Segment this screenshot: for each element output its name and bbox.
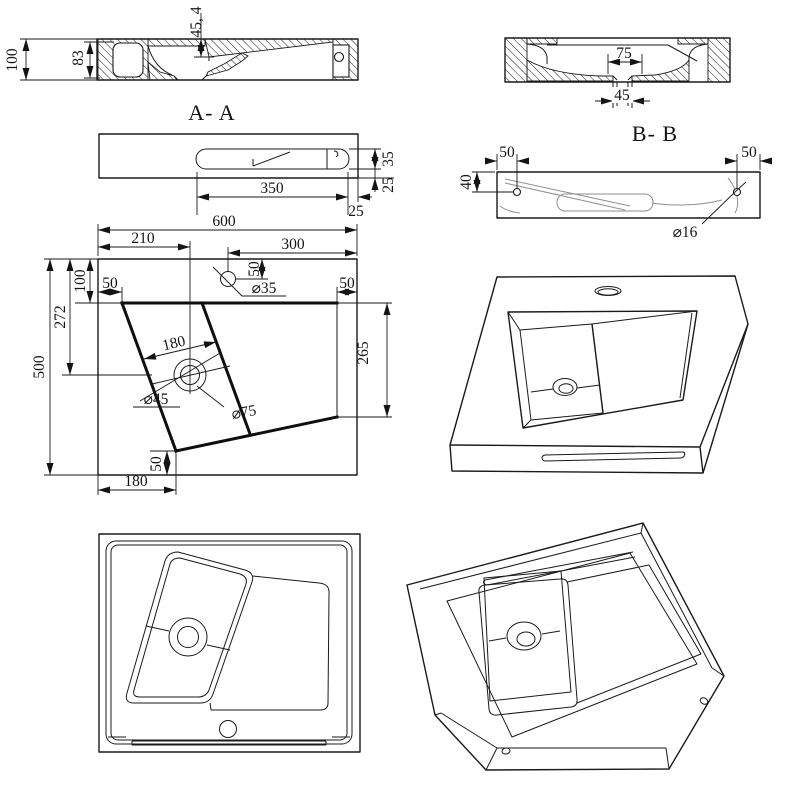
- dim-drain-offset-left: 210: [131, 230, 155, 247]
- dim-left-hole-offset: 50: [499, 144, 515, 161]
- section-bb-view: 75 45 B- B: [504, 37, 731, 146]
- section-bb-label: B- B: [632, 121, 678, 146]
- side-view-dimensions: 50 50 40 ⌀16: [458, 144, 772, 241]
- drain-underside: [506, 621, 542, 651]
- section-aa-dimensions: 100 83 45, 4: [4, 6, 214, 81]
- front-slot-view: 350 25 35 25: [98, 133, 397, 220]
- section-bb-dimensions: 75 45: [595, 45, 650, 105]
- top-view: [98, 533, 361, 753]
- dim-basin-corner-offset: 180: [124, 473, 148, 490]
- section-aa-geometry: [96, 38, 359, 81]
- drain-top-view: [168, 617, 208, 657]
- dim-basin-width: 180: [161, 333, 188, 355]
- dim-faucet-top-gap: 50: [246, 261, 263, 277]
- drain-3d: [552, 378, 578, 396]
- dim-overall-height: 100: [4, 48, 21, 72]
- mount-hole-left-underside: [501, 747, 511, 755]
- right-mount-hole: [732, 187, 742, 197]
- side-view: 50 50 40 ⌀16: [458, 144, 772, 241]
- left-mount-hole: [512, 187, 522, 197]
- dim-basin-right-gap: 50: [339, 275, 355, 292]
- dim-slot-edge-gap: 25: [348, 203, 364, 220]
- dim-slot-bottom-gap: 25: [380, 177, 397, 193]
- dim-hole-depth: 40: [458, 174, 475, 190]
- dim-faucet-diameter: ⌀35: [252, 280, 277, 297]
- faucet-top-view: [219, 720, 237, 738]
- dim-slope-drop: 45, 4: [188, 6, 205, 37]
- section-aa-view: 100 83 45, 4 A- A: [4, 6, 359, 125]
- dim-drain-outer-diameter: ⌀75: [230, 402, 258, 423]
- perspective-top-view: [449, 275, 749, 474]
- dim-basin-right-depth: 265: [355, 341, 372, 365]
- front-slot-dimensions: 350 25 35 25: [196, 148, 397, 220]
- dim-basin-back-gap: 100: [72, 269, 89, 293]
- section-aa-label: A- A: [188, 100, 235, 125]
- dim-overall-depth: 500: [31, 355, 48, 379]
- perspective-top-geometry: [449, 275, 749, 474]
- dim-basin-front-gap: 50: [148, 456, 165, 472]
- isometric-underside-view: [406, 522, 725, 771]
- dim-slot-height: 35: [380, 151, 397, 167]
- dim-faucet-span-right: 300: [281, 236, 305, 253]
- front-slot-geometry: [98, 133, 359, 179]
- dim-drain-inner-diameter: ⌀45: [144, 391, 169, 408]
- dim-drain-outlet-width: 45: [614, 87, 630, 104]
- dim-drain-seat-width: 75: [616, 45, 632, 62]
- top-view-geometry: [98, 533, 361, 753]
- dim-right-hole-offset: 50: [741, 144, 757, 161]
- side-view-ghost-lines: [499, 177, 739, 214]
- plan-view: 600 210 300 50 ⌀35 100 272 500 50: [31, 213, 392, 495]
- dim-hole-diameter: ⌀16: [673, 224, 698, 241]
- dim-slot-length: 350: [260, 180, 284, 197]
- side-view-geometry: [496, 171, 761, 219]
- dim-basin-left-gap: 50: [102, 275, 118, 292]
- dim-drain-offset-top: 272: [52, 305, 69, 328]
- plan-view-geometry: [97, 258, 358, 476]
- plan-view-dimensions: 600 210 300 50 ⌀35 100 272 500 50: [31, 213, 392, 495]
- isometric-underside-geometry: [406, 522, 725, 771]
- mount-hole-right-underside: [699, 697, 709, 705]
- dim-overall-width: 600: [212, 213, 236, 230]
- section-bb-geometry: [504, 37, 731, 108]
- faucet-hole: [220, 271, 236, 287]
- dim-bowl-depth: 83: [70, 50, 87, 66]
